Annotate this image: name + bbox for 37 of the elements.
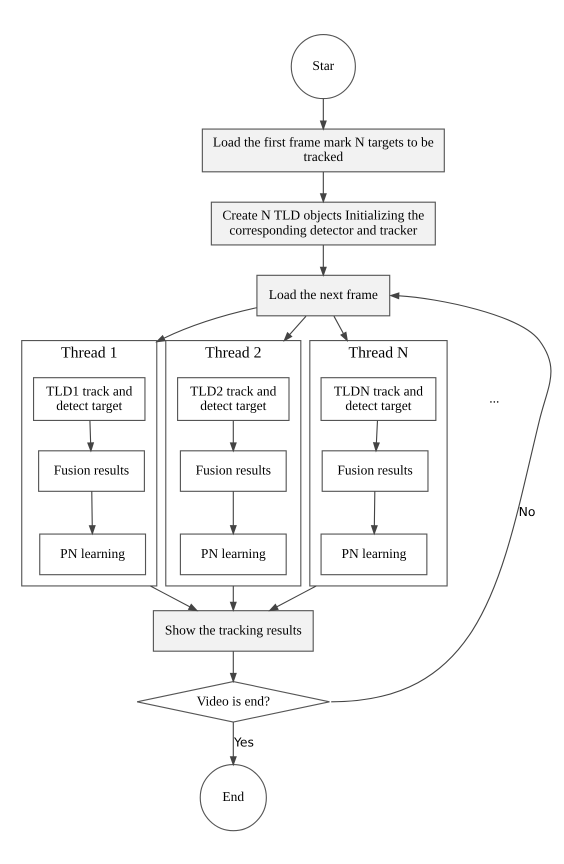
- node-box: Load the next frame: [256, 274, 390, 316]
- arrow: [283, 315, 306, 342]
- arrow: [88, 490, 96, 535]
- node-box: PN learning: [39, 533, 146, 575]
- arrow: [230, 722, 237, 766]
- arrow: [230, 420, 237, 452]
- node-box: Fusion results: [38, 450, 145, 492]
- node-box: Create N TLD objects Initializing the corresponding detector and tracker: [210, 201, 436, 245]
- arrow: [150, 584, 198, 611]
- arrow: [370, 490, 378, 535]
- node-box: Load the first frame mark N targets to be tracked: [202, 128, 445, 172]
- node-box: TLD1 track and detect target: [32, 376, 146, 421]
- node-box: Show the tracking results: [152, 610, 314, 652]
- node-box: PN learning: [180, 533, 287, 575]
- node-circle: Star: [290, 33, 356, 99]
- arrow: [333, 315, 348, 342]
- edge-label: No: [518, 504, 536, 518]
- label: ...: [489, 390, 500, 406]
- arrow: [268, 584, 317, 611]
- arrow: [372, 420, 380, 452]
- node-box: TLD2 track and detect target: [177, 376, 290, 421]
- node-box: PN learning: [320, 533, 428, 575]
- arrow: [230, 490, 237, 535]
- node-box: Fusion results: [322, 450, 429, 492]
- arrow: [230, 585, 237, 612]
- arrow: [87, 420, 94, 452]
- node-box: Fusion results: [180, 450, 287, 492]
- edge-label: Yes: [234, 735, 254, 750]
- node-diamond: Video is end?: [136, 680, 330, 722]
- arrow: [230, 651, 237, 683]
- node-circle: End: [200, 764, 267, 831]
- arrow: [320, 98, 327, 130]
- arrow: [331, 292, 552, 702]
- arrow: [320, 172, 327, 203]
- arrow: [320, 244, 327, 276]
- node-box: TLDN track and detect target: [320, 376, 436, 421]
- arrow: [155, 306, 257, 342]
